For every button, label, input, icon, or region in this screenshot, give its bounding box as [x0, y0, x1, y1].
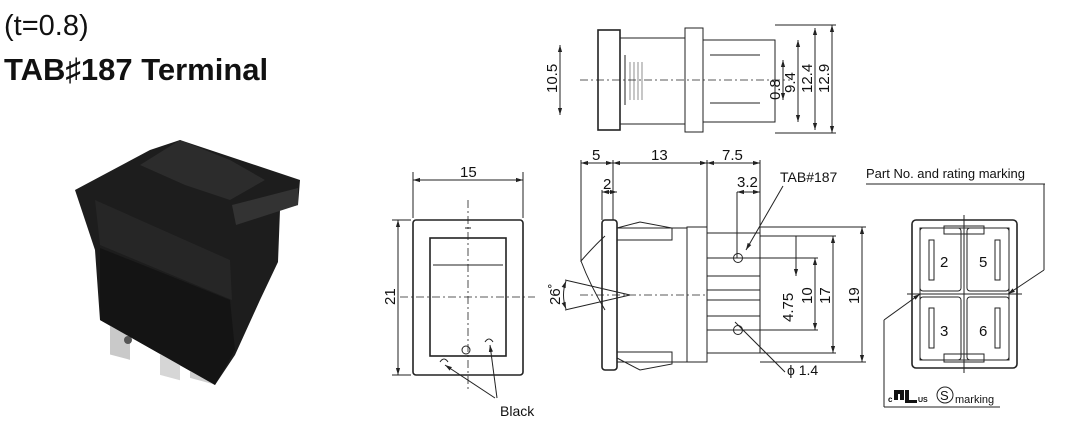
dim-height-21: 21 [382, 288, 399, 305]
front-view: 15 21 Black [382, 164, 535, 419]
page-title: TAB♯187 Terminal [4, 52, 269, 87]
ul-us: US [918, 397, 928, 404]
marking-text: marking [955, 394, 994, 406]
dim-13: 13 [651, 147, 668, 164]
dim-5: 5 [592, 147, 600, 164]
dim-top-10-5: 10.5 [544, 64, 561, 93]
dim-top-9-4: 9.4 [782, 72, 799, 93]
dim-top-12-9: 12.9 [816, 64, 833, 93]
hole-diameter: ϕ 1.4 [787, 362, 818, 378]
terminal-6: 6 [979, 323, 987, 340]
s-mark: S [940, 388, 949, 403]
dim-10: 10 [799, 287, 816, 304]
terminal-2: 2 [940, 254, 948, 271]
thickness-note: (t=0.8) [4, 10, 89, 42]
top-view: 10.5 0.8 9.4 12.4 12.9 [544, 24, 836, 134]
dim-3-2: 3.2 [737, 174, 758, 191]
angle-26: 26˚ [547, 283, 564, 305]
dim-top-12-4: 12.4 [799, 64, 816, 93]
dim-19: 19 [846, 287, 863, 304]
marking-label: Part No. and rating marking [866, 166, 1025, 181]
dim-17: 17 [817, 287, 834, 304]
rear-view: 2 5 3 6 Part No. and rating marking c US… [866, 166, 1045, 408]
ul-logo-icon [894, 390, 917, 403]
tab-label: TAB#187 [780, 169, 838, 185]
switch-photo [75, 140, 300, 385]
callout-black: Black [500, 403, 535, 419]
dim-7-5: 7.5 [722, 147, 743, 164]
dim-top-0-8: 0.8 [767, 79, 784, 100]
ul-c: c [888, 395, 893, 404]
terminal-3: 3 [940, 323, 948, 340]
terminal-5: 5 [979, 254, 987, 271]
dim-width-15: 15 [460, 164, 477, 181]
dim-4-75: 4.75 [780, 293, 797, 322]
side-view: 26˚ 5 13 7.5 2 3.2 TAB#187 4.75 10 17 19… [547, 147, 866, 378]
dim-2: 2 [603, 176, 611, 193]
